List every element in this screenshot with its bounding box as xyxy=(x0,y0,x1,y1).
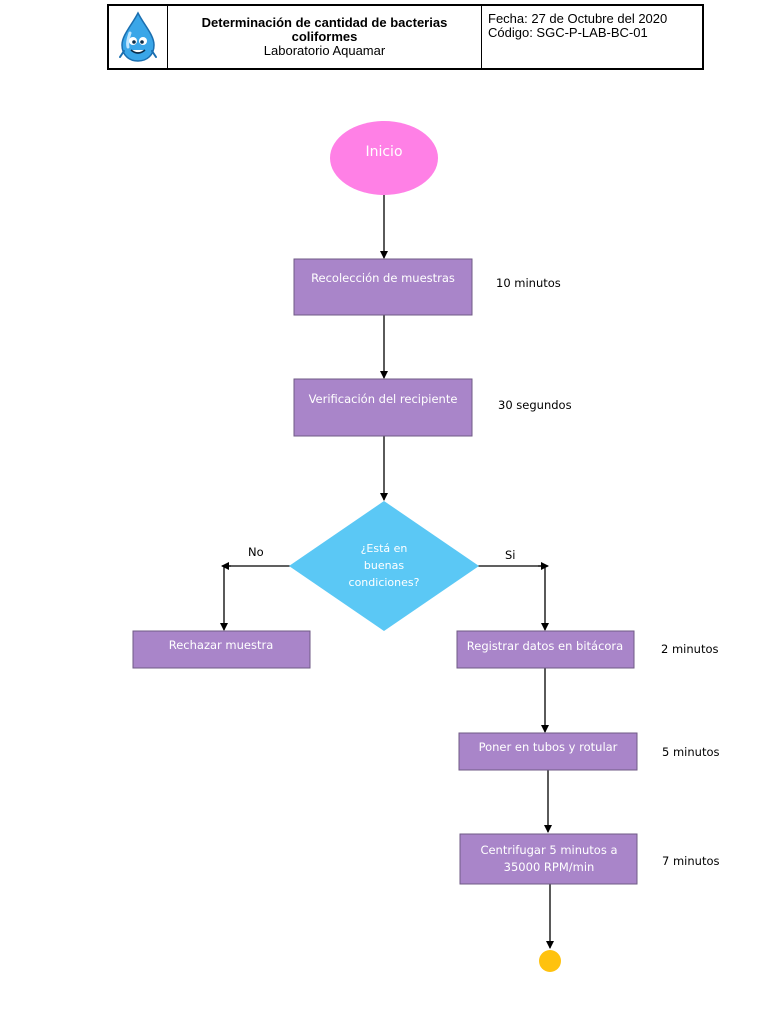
start-terminator xyxy=(330,121,438,195)
time-centrifuge: 7 minutos xyxy=(662,854,719,868)
document-header: Determinación de cantidad de bacterias c… xyxy=(107,4,704,70)
step-centrifuge-line2: 35000 RPM/min xyxy=(504,860,595,874)
step-verify xyxy=(293,378,473,437)
end-connector xyxy=(539,950,561,972)
time-verify: 30 segundos xyxy=(498,398,572,412)
info-cell: Fecha: 27 de Octubre del 2020 Código: SG… xyxy=(482,6,702,68)
decision-line3: condiciones? xyxy=(349,576,420,589)
start-label: Inicio xyxy=(365,144,402,160)
step-centrifuge-line1: Centrifugar 5 minutos a xyxy=(480,843,617,857)
title-cell: Determinación de cantidad de bacterias c… xyxy=(168,6,482,68)
step-tubes xyxy=(458,732,638,771)
water-drop-mascot-icon xyxy=(119,11,157,62)
logo-cell xyxy=(109,6,168,68)
document-date: Fecha: 27 de Octubre del 2020 xyxy=(488,11,668,26)
step-centrifuge xyxy=(459,833,638,885)
step-reject-label: Rechazar muestra xyxy=(169,638,274,652)
decision-line2: buenas xyxy=(364,559,404,572)
time-collect: 10 minutos xyxy=(496,276,561,290)
time-tubes: 5 minutos xyxy=(662,745,719,759)
branch-yes-label: Si xyxy=(505,548,516,562)
connectors xyxy=(220,194,554,949)
step-register-label: Registrar datos en bitácora xyxy=(467,639,623,653)
document-code: Código: SGC-P-LAB-BC-01 xyxy=(488,25,648,40)
step-collect-label: Recolección de muestras xyxy=(311,271,455,285)
step-verify-label: Verificación del recipiente xyxy=(309,392,458,406)
document-title-line1: Determinación de cantidad de bacterias xyxy=(201,15,448,30)
step-tubes-label: Poner en tubos y rotular xyxy=(479,740,618,754)
decision-condition xyxy=(289,501,479,631)
document-title-line2: coliformes xyxy=(291,29,358,44)
branch-no-label: No xyxy=(248,545,264,559)
lab-name: Laboratorio Aquamar xyxy=(263,43,386,58)
arrow-decision-no xyxy=(220,565,290,631)
decision-line1: ¿Está en xyxy=(361,542,408,555)
step-register xyxy=(456,630,635,669)
step-reject xyxy=(132,630,311,669)
time-register: 2 minutos xyxy=(661,642,718,656)
step-collect xyxy=(293,258,473,316)
arrow-decision-yes xyxy=(478,565,549,631)
